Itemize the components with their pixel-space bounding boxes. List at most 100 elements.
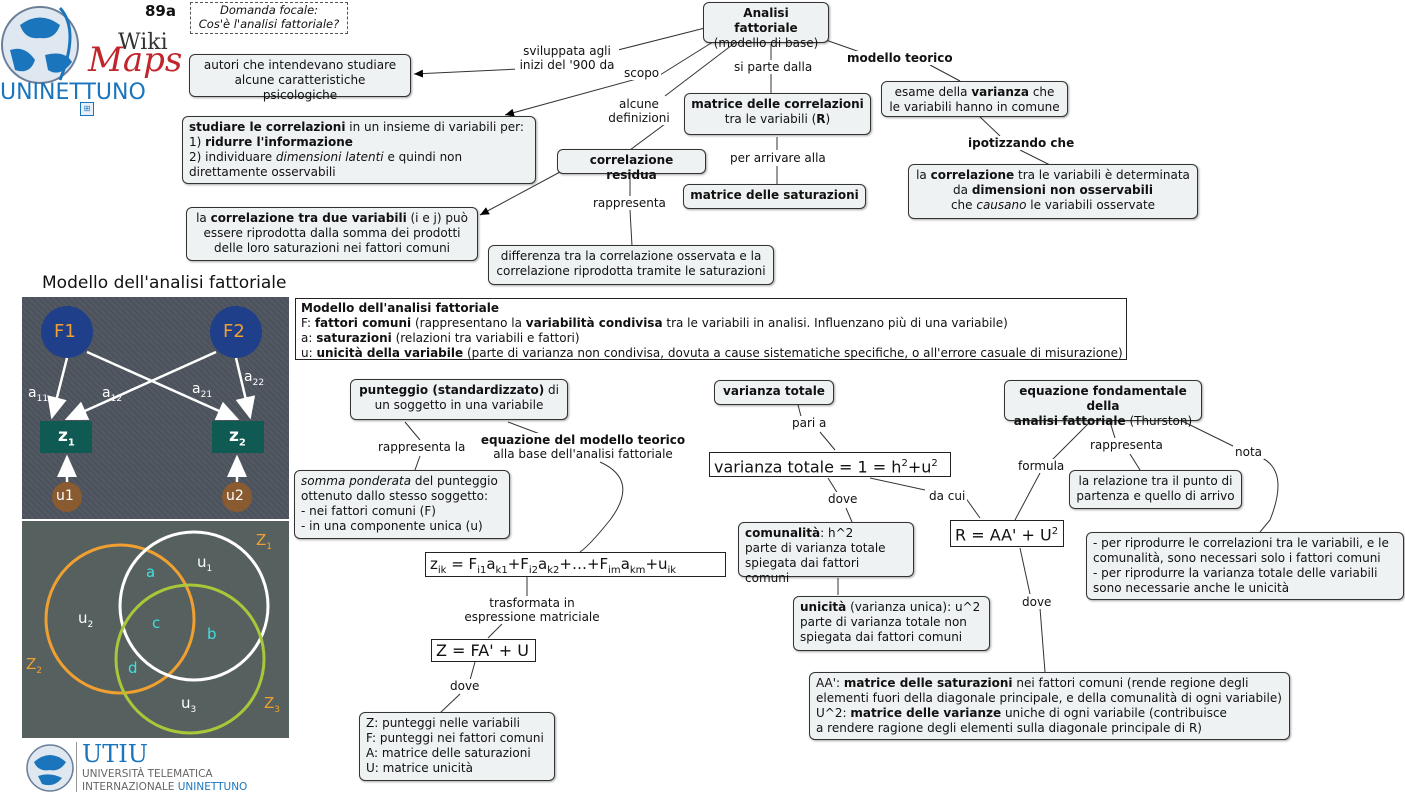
node-equazione-fondamentale[interactable]: equazione fondamentale della analisi fat…	[1004, 380, 1202, 428]
venn-u1-label: u1	[197, 553, 213, 574]
utiu-line2: INTERNAZIONALE UNINETTUNO	[82, 781, 248, 793]
a22-label: a22	[244, 369, 265, 388]
node-correlazione-residua[interactable]: correlazione residua	[557, 149, 706, 182]
aa-l2: elementi fuori della diagonale principal…	[816, 691, 1282, 705]
factor-diagram-svg	[22, 297, 289, 519]
equation-r: R = AA' + U2	[950, 520, 1064, 547]
node-aa-matrici[interactable]: AA': matrice delle saturazioni nei fatto…	[809, 672, 1290, 740]
node-z-variabili[interactable]: Z: punteggi nelle variabili F: punteggi …	[359, 712, 555, 781]
node-correlazione-due[interactable]: la correlazione tra due variabili (i e j…	[186, 207, 478, 261]
z1-label: z1	[58, 426, 75, 449]
matrice-corr-sub: tra le variabili (R)	[724, 112, 831, 126]
factor-f1-circle	[41, 306, 93, 358]
analisi-sub: (modello di base)	[713, 36, 819, 50]
node-comunalita[interactable]: comunalità: h^2 parte di varianza totale…	[738, 522, 914, 585]
label-alcune-definizioni: alcune definizioni	[604, 97, 674, 125]
aa-l3: U^2: matrice delle varianze uniche di og…	[816, 706, 1227, 720]
venn-a-label: a	[146, 563, 156, 581]
label-rappresenta-2: rappresenta	[1088, 438, 1165, 452]
logo-wiki-text: Wiki	[118, 30, 168, 55]
latente-l1: la correlazione tra le variabili è deter…	[916, 168, 1190, 182]
node-matrice-saturazioni[interactable]: matrice delle saturazioni	[683, 184, 866, 209]
residua-label: correlazione residua	[589, 153, 674, 182]
corr-due-l2: essere riprodotta dalla somma dei prodot…	[203, 226, 461, 240]
logo-uninettuno-text: UNINETTUNO	[0, 80, 146, 105]
studiare-l1: studiare le correlazioni in un insieme d…	[189, 120, 524, 134]
node-differenza[interactable]: differenza tra la correlazione osservata…	[488, 245, 774, 285]
label-dove-2: dove	[826, 492, 860, 506]
node-autori[interactable]: autori che intendevano studiare alcune c…	[189, 54, 411, 102]
varianza-totale-label: varianza totale	[723, 384, 825, 398]
label-rappresenta-la: rappresenta la	[376, 440, 468, 454]
latente-l3: che causano le variabili osservate	[950, 198, 1156, 212]
somma-l2: ottenuto dallo stesso soggetto:	[301, 489, 489, 503]
utiu-globe-icon	[26, 744, 74, 792]
nota-l2: comunalità, sono necessari solo i fattor…	[1093, 551, 1381, 565]
sitemap-icon[interactable]: ⊞	[80, 102, 94, 116]
node-matrice-correlazioni[interactable]: matrice delle correlazioni tra le variab…	[684, 93, 871, 135]
u1-label: u1	[56, 488, 74, 504]
venn-u2-label: u2	[78, 609, 94, 630]
venn-z3-label: Z3	[264, 694, 281, 715]
label-definizioni: definizioni	[608, 111, 670, 125]
label-ipotizzando: ipotizzando che	[966, 136, 1077, 150]
node-varianza-totale[interactable]: varianza totale	[714, 380, 834, 405]
venn-d-label: d	[128, 659, 138, 677]
node-nota-box[interactable]: - per riprodurre le correlazioni tra le …	[1086, 532, 1404, 600]
node-unicita[interactable]: unicità (varianza unica): u^2 parte di v…	[793, 596, 990, 651]
aa-l1: AA': matrice delle saturazioni nei fatto…	[816, 676, 1249, 690]
label-sviluppata-2: inizi del '900 da	[519, 58, 615, 72]
somma-l3: - nei fattori comuni (F)	[301, 504, 436, 518]
autori-line2: alcune caratteristiche psicologiche	[234, 73, 366, 102]
trasformata-1: trasformata in	[489, 596, 575, 610]
focal-question-line1: Domanda focale:	[219, 3, 319, 17]
venn-svg	[44, 530, 270, 735]
label-per-arrivare: per arrivare alla	[728, 151, 828, 165]
model-box-l1: F: fattori comuni (rappresentano la vari…	[301, 316, 1008, 330]
unicita-l1: unicità (varianza unica): u^2	[800, 600, 981, 614]
f1-label: F1	[54, 321, 76, 342]
label-trasformata: trasformata in espressione matriciale	[460, 596, 604, 624]
label-modello-teorico: modello teorico	[845, 51, 955, 65]
focal-question: Domanda focale: Cos'è l'analisi fattoria…	[190, 2, 348, 34]
node-studiare-correlazioni[interactable]: studiare le correlazioni in un insieme d…	[182, 116, 536, 184]
z2-label: z2	[229, 426, 246, 449]
label-scopo: scopo	[622, 66, 662, 80]
studiare-l3: 2) individuare dimensioni latenti e quin…	[189, 150, 463, 164]
figure-title: Modello dell'analisi fattoriale	[42, 273, 287, 293]
eq-fond-l1: equazione fondamentale della	[1019, 384, 1187, 413]
label-sviluppata-1: sviluppata agli	[523, 44, 611, 58]
relazione-l2: partenza e quello di arrivo	[1076, 489, 1235, 503]
equation-z-ik: zik = Fi1ak1+Fi2ak2+…+Fimakm+uik	[425, 552, 726, 577]
comunalita-l3: spiegata dai fattori comuni	[745, 556, 860, 585]
analisi-title: Analisi fattoriale	[734, 6, 798, 35]
eq-modello-bold: equazione del modello teorico	[480, 433, 686, 447]
node-somma-ponderata[interactable]: somma ponderata del punteggio ottenuto d…	[294, 470, 510, 539]
node-analisi-fattoriale[interactable]: Analisi fattoriale (modello di base)	[703, 2, 829, 50]
z2-box	[212, 421, 264, 453]
venn-u3-label: u3	[181, 694, 197, 715]
node-latente[interactable]: la correlazione tra le variabili è deter…	[908, 164, 1198, 219]
label-dove-1: dove	[448, 679, 482, 693]
nota-l3: - per riprodurre la varianza totale dell…	[1093, 566, 1378, 580]
studiare-l4: direttamente osservabili	[189, 165, 336, 179]
venn-z3-circle	[114, 583, 266, 735]
nota-l4: sono necessarie anche le unicità	[1093, 581, 1290, 595]
venn-z2-label: Z2	[26, 655, 43, 676]
node-punteggio[interactable]: punteggio (standardizzato) di un soggett…	[350, 379, 568, 420]
esame-line1: esame della varianza che	[894, 85, 1055, 99]
unicita-l3: spiegata dai fattori comuni	[800, 630, 963, 644]
label-dove-3: dove	[1020, 595, 1054, 609]
node-relazione[interactable]: la relazione tra il punto di partenza e …	[1069, 470, 1242, 509]
factor-f2-circle	[210, 306, 262, 358]
label-formula: formula	[1016, 459, 1067, 473]
esame-line2: le variabili hanno in comune	[889, 100, 1060, 114]
utiu-title: UTIU	[82, 740, 148, 768]
matrice-sat-label: matrice delle saturazioni	[690, 188, 859, 202]
zvars-l1: Z: punteggi nelle variabili	[366, 716, 520, 730]
node-esame-varianza[interactable]: esame della varianza che le variabili ha…	[881, 81, 1068, 117]
zvars-l3: A: matrice delle saturazioni	[366, 746, 531, 760]
equation-matrix: Z = FA' + U	[431, 639, 536, 662]
a21-label: a21	[192, 381, 213, 400]
relazione-l1: la relazione tra il punto di	[1078, 474, 1233, 488]
